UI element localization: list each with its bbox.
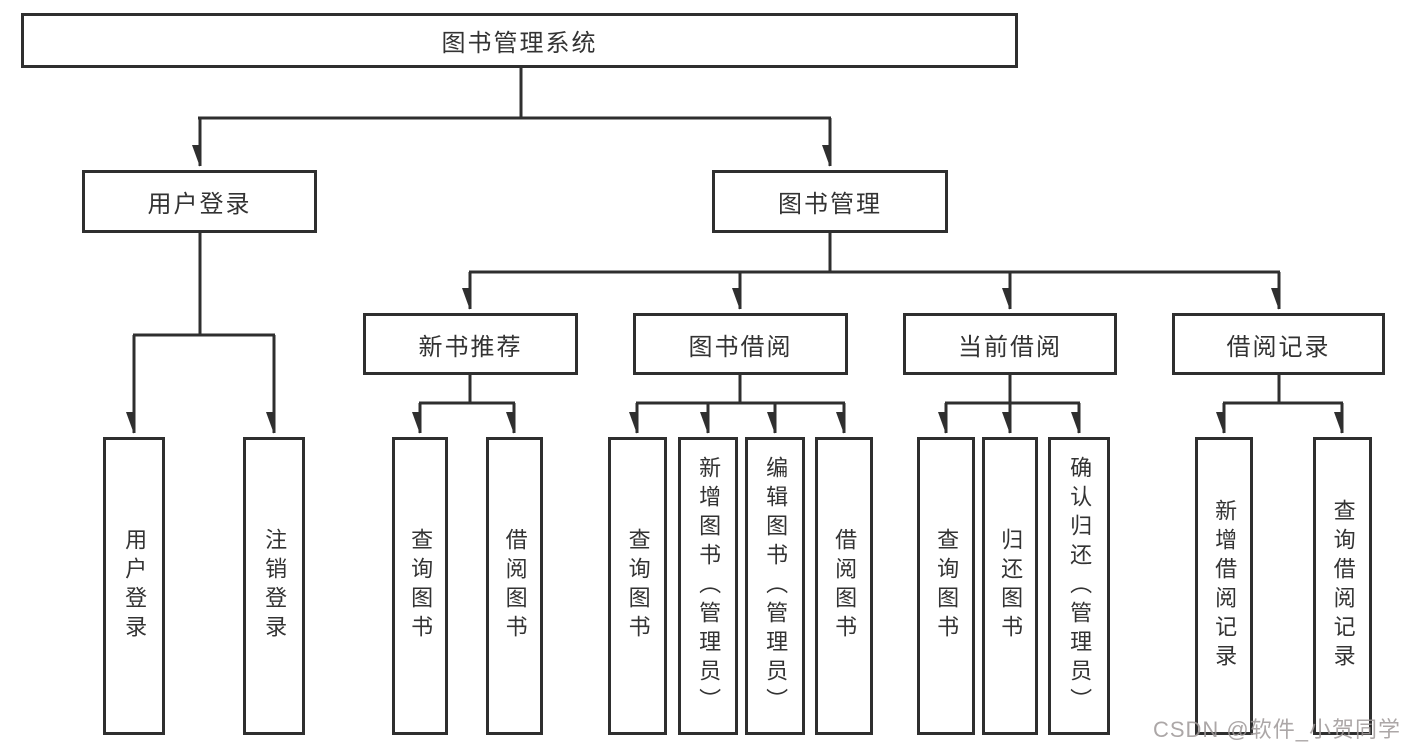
leaf-label: 查询图书 xyxy=(625,528,651,644)
leaf-label: 借阅图书 xyxy=(832,528,858,644)
leaf-query-borrow-record: 查询借阅记录 xyxy=(1313,437,1372,735)
leaf-borrow-books: 借阅图书 xyxy=(815,437,873,735)
leaf-label: 新增借阅记录 xyxy=(1212,499,1238,673)
leaf-add-borrow-record: 新增借阅记录 xyxy=(1195,437,1253,735)
leaf-query-books-current: 查询图书 xyxy=(917,437,975,735)
leaf-query-books-borrowing: 查询图书 xyxy=(608,437,667,735)
leaf-label: 注销登录 xyxy=(262,528,288,644)
leaf-return-books: 归还图书 xyxy=(982,437,1038,735)
leaf-edit-books-admin: 编辑图书（管理员） xyxy=(745,437,805,735)
leaf-add-books-admin: 新增图书（管理员） xyxy=(678,437,738,735)
leaf-user-login: 用户登录 xyxy=(103,437,165,735)
leaf-borrow-books-recommend: 借阅图书 xyxy=(486,437,543,735)
leaf-label: 编辑图书（管理员） xyxy=(763,455,789,717)
node-book-borrowing: 图书借阅 xyxy=(633,313,848,375)
leaf-query-books-recommend: 查询图书 xyxy=(392,437,448,735)
node-user-login: 用户登录 xyxy=(82,170,317,233)
node-new-book-recommendation: 新书推荐 xyxy=(363,313,578,375)
leaf-confirm-return-admin: 确认归还（管理员） xyxy=(1048,437,1110,735)
node-root-library-system: 图书管理系统 xyxy=(21,13,1018,68)
leaf-label: 确认归还（管理员） xyxy=(1067,455,1093,717)
leaf-logout: 注销登录 xyxy=(243,437,305,735)
leaf-label: 查询图书 xyxy=(408,528,434,644)
leaf-label: 新增图书（管理员） xyxy=(696,455,722,717)
leaf-label: 用户登录 xyxy=(122,528,148,644)
leaf-label: 借阅图书 xyxy=(502,528,528,644)
node-book-management: 图书管理 xyxy=(712,170,948,233)
leaf-label: 归还图书 xyxy=(998,528,1024,644)
leaf-label: 查询图书 xyxy=(934,528,960,644)
leaf-label: 查询借阅记录 xyxy=(1330,499,1356,673)
node-current-borrowing: 当前借阅 xyxy=(903,313,1117,375)
node-borrowing-records: 借阅记录 xyxy=(1172,313,1385,375)
